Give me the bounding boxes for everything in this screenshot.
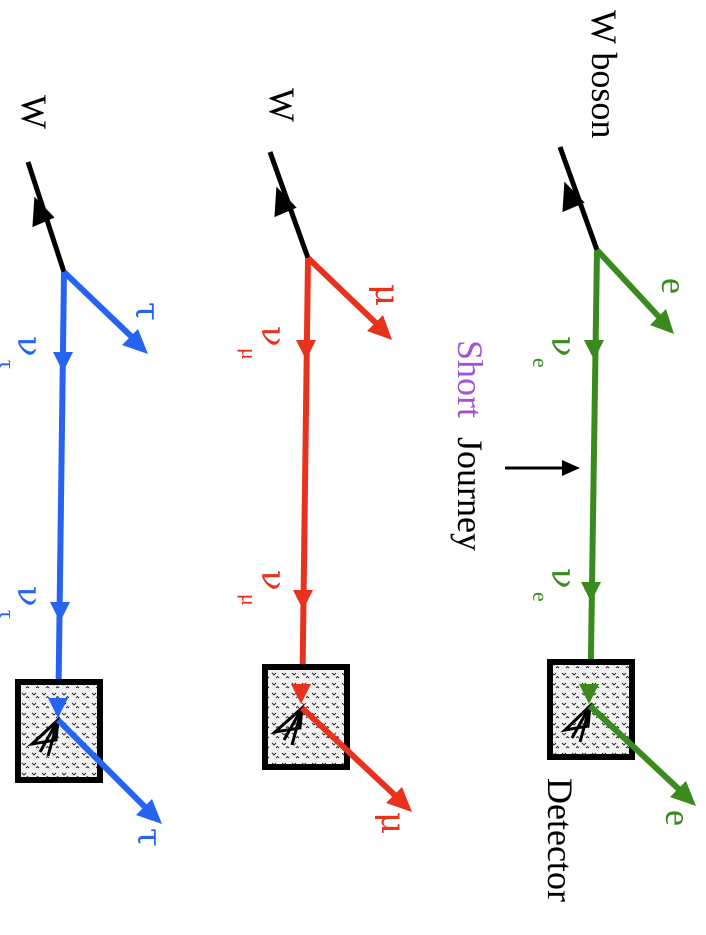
muon-nu1-sub: μ bbox=[237, 348, 262, 360]
detector-label: Detector bbox=[540, 778, 580, 902]
muon-nu2-sub: μ bbox=[237, 594, 262, 606]
electron-nu2-arrowhead bbox=[581, 582, 601, 602]
tau-nu2-arrowhead bbox=[50, 602, 70, 622]
muon-w-arrowhead bbox=[274, 186, 297, 218]
muon-nu2-arrowhead bbox=[293, 590, 313, 610]
electron-nu1-label: ν bbox=[543, 336, 583, 357]
muon-row: W μ ν μ ν μ μ bbox=[237, 88, 413, 834]
tau-tau-outgoing-line bbox=[55, 717, 153, 815]
muon-boson-label: W bbox=[262, 88, 302, 122]
electron-boson-label: W boson bbox=[584, 10, 624, 138]
electron-lepton-top-label: e bbox=[654, 278, 694, 294]
short-journey-label: Short Journey bbox=[450, 340, 490, 551]
muon-lepton-bottom-label: μ bbox=[373, 812, 413, 834]
tau-tau-out-arrowhead bbox=[136, 799, 162, 824]
muon-mu-decay-line bbox=[305, 255, 381, 328]
electron-nu1-arrowhead bbox=[584, 340, 604, 360]
tau-nu1-label: ν bbox=[9, 336, 49, 357]
tau-lepton-top-label: τ bbox=[127, 302, 167, 321]
journey-word: Journey bbox=[450, 437, 490, 551]
electron-w-arrowhead bbox=[562, 181, 585, 213]
tau-tau-arrowhead bbox=[122, 329, 148, 354]
tau-row: W τ ν τ ν τ τ bbox=[0, 95, 169, 847]
electron-nu1-sub: e bbox=[528, 358, 553, 368]
tau-detector-shower-icon bbox=[27, 716, 60, 757]
short-journey-annotation: Short Journey bbox=[450, 340, 580, 551]
electron-e-outgoing-line bbox=[587, 703, 688, 798]
tau-nu2-label: ν bbox=[9, 586, 49, 607]
electron-neutrino-line bbox=[587, 249, 600, 721]
muon-detector-box bbox=[262, 664, 350, 770]
tau-w-arrowhead bbox=[32, 196, 55, 228]
tau-detector-box bbox=[15, 679, 103, 783]
electron-detector-arrowhead bbox=[579, 684, 599, 704]
electron-nu2-label: ν bbox=[543, 568, 583, 589]
muon-mu-arrowhead bbox=[367, 315, 392, 340]
journey-pointer-arrowhead bbox=[562, 460, 580, 476]
electron-e-arrowhead bbox=[650, 309, 674, 334]
tau-neutrino-line bbox=[55, 271, 67, 731]
electron-detector-shower-icon bbox=[560, 702, 592, 743]
electron-lepton-bottom-label: e bbox=[658, 810, 698, 826]
muon-mu-out-arrowhead bbox=[386, 787, 412, 812]
muon-detector-shower-icon bbox=[270, 704, 304, 746]
tau-nu1-arrowhead bbox=[53, 352, 73, 372]
electron-e-out-arrowhead bbox=[670, 781, 696, 806]
electron-row: W boson e ν e ν e e Detector bbox=[528, 10, 698, 902]
muon-nu1-label: ν bbox=[253, 326, 293, 347]
muon-lepton-top-label: μ bbox=[367, 284, 407, 306]
tau-nu2-sub: τ bbox=[0, 610, 20, 619]
muon-mu-outgoing-line bbox=[299, 705, 403, 803]
tau-lepton-bottom-label: τ bbox=[129, 828, 169, 847]
tau-tau-decay-line bbox=[61, 269, 138, 343]
short-word: Short bbox=[450, 340, 490, 418]
tau-boson-label: W bbox=[14, 95, 54, 129]
tau-detector-arrowhead bbox=[48, 698, 68, 718]
electron-nu2-sub: e bbox=[528, 592, 553, 602]
tau-nu1-sub: τ bbox=[0, 360, 20, 369]
muon-detector-arrowhead bbox=[291, 684, 311, 704]
muon-nu1-arrowhead bbox=[296, 340, 316, 360]
muon-neutrino-line bbox=[299, 257, 311, 716]
muon-nu2-label: ν bbox=[253, 570, 293, 591]
electron-e-decay-line bbox=[594, 247, 663, 321]
